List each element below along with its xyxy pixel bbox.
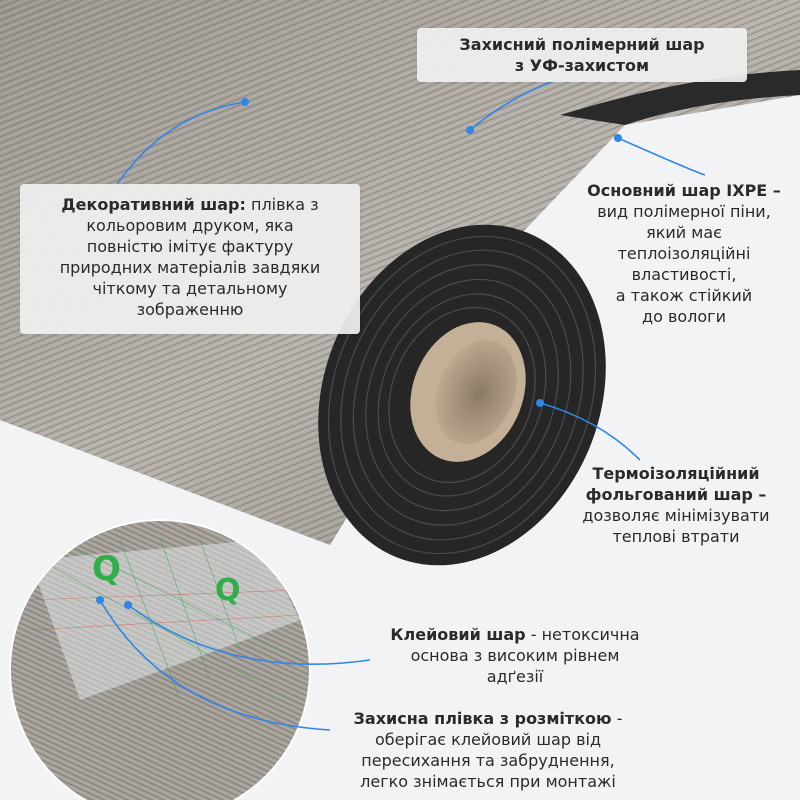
ixpe-layer-line: вид полімерної піни, (597, 202, 771, 221)
decorative-layer-text: плівка з (245, 195, 319, 214)
ixpe-layer-line: а також стійкий (615, 286, 753, 305)
leader-thermal (539, 402, 641, 461)
backing-edge (560, 70, 800, 125)
leader-adhesive (127, 604, 371, 665)
film-layer-label: Захисна плівка з розміткою - оберігає кл… (318, 708, 658, 792)
film-layer-line: оберігає клейовий шар від (374, 730, 602, 749)
protective-layer-line1: Захисний полімерний шар (459, 35, 705, 54)
leader-film (99, 599, 331, 731)
film-layer-title: Захисна плівка з розміткою (353, 709, 612, 728)
leader-decorative (109, 101, 246, 196)
adhesive-layer-line: адґезії (486, 667, 544, 686)
adhesive-layer-label: Клейовий шар - нетоксична основа з висок… (360, 624, 670, 687)
decorative-layer-line: природних матеріалів завдяки (59, 258, 321, 277)
marking-logo: Q (92, 549, 121, 589)
ixpe-layer-title: Основний шар IXPE – (587, 181, 781, 200)
decorative-layer-line: зображенню (136, 300, 244, 319)
leader-ixpe (617, 137, 706, 176)
decorative-layer-title: Декоративний шар: (61, 195, 246, 214)
roll-rings (327, 235, 597, 555)
ixpe-layer-line: властивості, (631, 265, 737, 284)
decorative-layer-label: Декоративний шар: плівка з кольоровим др… (20, 194, 360, 320)
ixpe-layer-line: теплоізоляційні (617, 244, 751, 263)
ixpe-layer-line: який має (646, 223, 722, 242)
thermal-layer-line: дозволяє мінімізувати (582, 506, 770, 525)
film-layer-line: легко знімається при монтажі (360, 772, 616, 791)
ixpe-layer-line: до вологи (642, 307, 726, 326)
decorative-layer-box (20, 184, 360, 334)
decorative-layer-line: кольоровим друком, яка (86, 216, 294, 235)
adhesive-layer-line: основа з високим рівнем (410, 646, 620, 665)
film-layer-line: пересихання та забруднення, (361, 751, 615, 770)
film-layer-text: - (611, 709, 623, 728)
decorative-layer-line: повністю імітує фактуру (86, 237, 294, 256)
thermal-layer-line: теплові втрати (612, 527, 740, 546)
decorative-layer-line: чіткому та детальному (92, 279, 288, 298)
ixpe-layer-label: Основний шар IXPE – вид полімерної піни,… (572, 180, 796, 327)
marking-logo: Q (215, 573, 241, 608)
adhesive-layer-text: - нетоксична (525, 625, 640, 644)
protective-layer-line2: з УФ-захистом (514, 56, 650, 75)
protective-layer-label: Захисний полімерний шар з УФ-захистом (417, 34, 747, 76)
adhesive-layer-title: Клейовий шар (390, 625, 526, 644)
thermal-layer-dash: – (752, 485, 767, 504)
core-hole (435, 339, 517, 445)
thermal-layer-label: Термоізоляційний фольгований шар – дозво… (560, 463, 792, 547)
thermal-layer-title2: фольгований шар (585, 485, 753, 504)
protective-layer-box (417, 28, 747, 82)
thermal-layer-title1: Термоізоляційний (592, 464, 760, 483)
